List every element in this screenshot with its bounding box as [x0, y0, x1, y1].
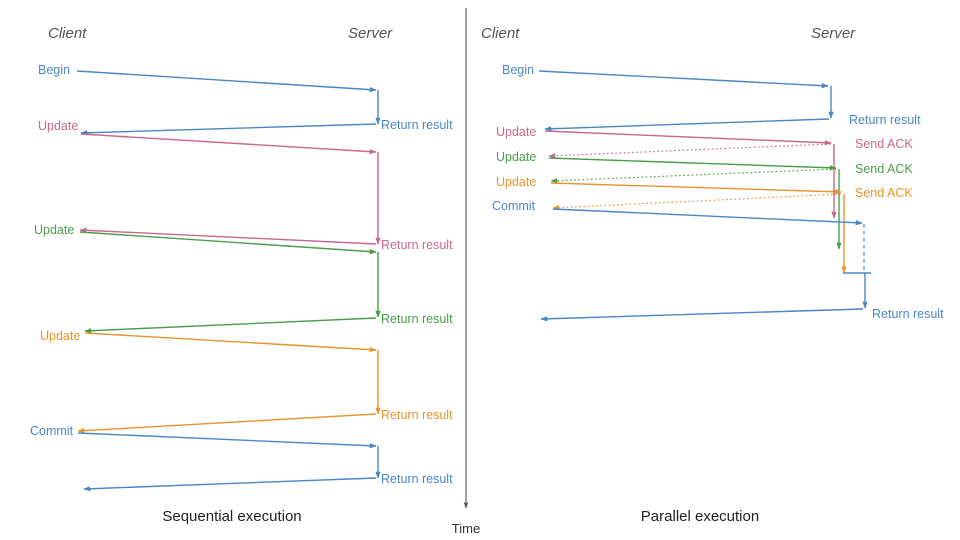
- left-server-label-1: Return result: [381, 238, 453, 252]
- left-client-actor-label: Client: [48, 25, 87, 42]
- right-message-update3-request: [550, 182, 842, 195]
- right-server-actor-label: Server: [811, 25, 856, 42]
- right-server-label-0: Return result: [849, 113, 921, 127]
- right-client-label-0: Begin: [502, 63, 534, 77]
- left-client-label-2: Update: [34, 223, 74, 237]
- right-message-update2-request: [548, 157, 837, 171]
- left-client-label-0: Begin: [38, 63, 70, 77]
- right-client-label-3: Update: [496, 175, 536, 189]
- left-message-begin-return: [80, 123, 377, 136]
- right-server-label-4: Return result: [872, 307, 944, 321]
- right-client-label-2: Update: [496, 150, 536, 164]
- left-server-label-3: Return result: [381, 408, 453, 422]
- left-server-actor-label: Server: [348, 25, 393, 42]
- left-server-label-2: Return result: [381, 312, 453, 326]
- left-message-update3-request: [84, 332, 377, 353]
- time-axis-label: Time: [452, 521, 480, 536]
- left-message-update1-return: [79, 227, 377, 245]
- left-message-commit-request: [77, 432, 377, 449]
- left-panel-caption: Sequential execution: [162, 508, 301, 525]
- right-client-actor-label: Client: [481, 25, 520, 42]
- right-message-update1-request: [544, 130, 832, 146]
- right-message-begin-return: [544, 118, 830, 132]
- right-server-label-2: Send ACK: [855, 162, 913, 176]
- right-server-label-1: Send ACK: [855, 137, 913, 151]
- right-client-label-1: Update: [496, 125, 536, 139]
- right-message-begin-request: [538, 70, 829, 89]
- left-message-update3-return: [77, 413, 377, 434]
- left-client-label-4: Commit: [30, 424, 74, 438]
- left-message-update2-return: [84, 317, 377, 334]
- left-message-update2-request: [79, 231, 377, 255]
- right-message-commit-return: [540, 308, 864, 322]
- right-message-commit-request: [552, 208, 863, 226]
- left-server-label-4: Return result: [381, 472, 453, 486]
- left-server-label-0: Return result: [381, 118, 453, 132]
- right-panel-caption: Parallel execution: [641, 508, 759, 525]
- left-message-commit-return: [83, 477, 377, 492]
- right-message-update2-ack: [550, 168, 837, 184]
- right-message-update3-ack: [552, 193, 842, 211]
- right-client-label-4: Commit: [492, 199, 536, 213]
- right-message-update1-ack: [548, 143, 832, 159]
- left-message-update1-request: [80, 133, 377, 155]
- right-server-label-3: Send ACK: [855, 186, 913, 200]
- left-client-label-1: Update: [38, 119, 78, 133]
- left-message-begin-request: [76, 70, 377, 93]
- left-client-label-3: Update: [40, 329, 80, 343]
